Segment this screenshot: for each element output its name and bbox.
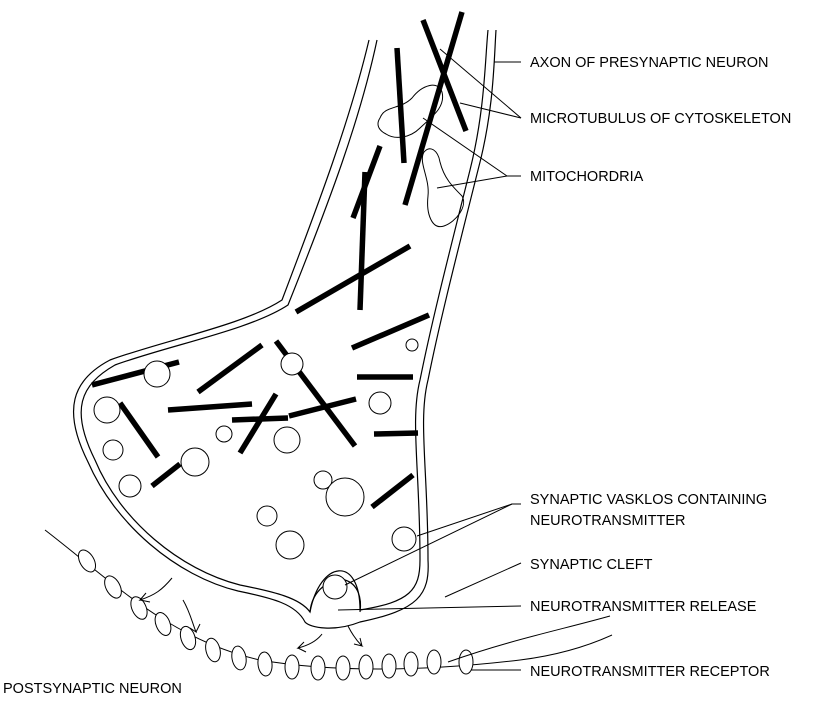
receptors-group bbox=[75, 547, 473, 680]
release-arrow-icon bbox=[140, 578, 172, 602]
receptor-oval-icon bbox=[178, 624, 199, 651]
synaptic-vesicle-icon bbox=[392, 527, 416, 551]
microtubule-rod-icon bbox=[120, 403, 158, 457]
label-cleft: SYNAPTIC CLEFT bbox=[530, 557, 653, 573]
synaptic-vesicle-icon bbox=[406, 339, 418, 351]
synaptic-vesicle-icon bbox=[216, 426, 232, 442]
synaptic-vesicle-icon bbox=[103, 440, 123, 460]
microtubule-rod-icon bbox=[397, 48, 404, 163]
release-arrow-icon bbox=[348, 626, 362, 646]
synaptic-vesicle-icon bbox=[144, 361, 170, 387]
microtubule-rod-icon bbox=[372, 475, 413, 507]
synaptic-vesicle-icon bbox=[257, 506, 277, 526]
leader-lines bbox=[338, 49, 610, 670]
receptor-oval-icon bbox=[404, 652, 418, 676]
synaptic-vesicle-icon bbox=[326, 478, 364, 516]
mitochondrion-icon bbox=[422, 149, 463, 227]
receptor-oval-icon bbox=[257, 651, 273, 676]
receptor-oval-icon bbox=[311, 656, 325, 680]
microtubule-rod-icon bbox=[374, 433, 418, 434]
release-arrow-icon bbox=[298, 634, 322, 652]
postsynaptic-membrane bbox=[45, 530, 612, 669]
synaptic-vesicle-icon bbox=[323, 575, 347, 599]
microtubule-rod-icon bbox=[296, 246, 410, 312]
microtubule-rod-icon bbox=[152, 464, 180, 486]
label-vesicles-line1: SYNAPTIC VASKLOS CONTAINING bbox=[530, 492, 767, 508]
label-axon: AXON OF PRESYNAPTIC NEURON bbox=[530, 55, 768, 71]
label-release: NEUROTRANSMITTER RELEASE bbox=[530, 599, 757, 615]
receptor-oval-icon bbox=[359, 655, 373, 679]
synaptic-vesicle-icon bbox=[119, 475, 141, 497]
synaptic-vesicle-icon bbox=[281, 353, 303, 375]
label-microtubulus: MICROTUBULUS OF CYTOSKELETON bbox=[530, 111, 791, 127]
synaptic-vesicle-icon bbox=[276, 531, 304, 559]
receptor-oval-icon bbox=[128, 594, 151, 622]
synaptic-vesicle-icon bbox=[369, 392, 391, 414]
microtubule-rod-icon bbox=[168, 404, 252, 410]
microtubule-rod-icon bbox=[198, 345, 262, 392]
label-mitochondria: MITOCHORDRIA bbox=[530, 169, 644, 185]
receptor-oval-icon bbox=[230, 645, 248, 671]
label-receptor: NEUROTRANSMITTER RECEPTOR bbox=[530, 664, 770, 680]
label-postsynaptic: POSTSYNAPTIC NEURON bbox=[3, 681, 182, 697]
label-vesicles-line2: NEUROTRANSMITTER bbox=[530, 513, 685, 529]
receptor-oval-icon bbox=[203, 637, 222, 664]
receptor-oval-icon bbox=[427, 650, 441, 674]
receptor-oval-icon bbox=[285, 655, 299, 679]
receptor-oval-icon bbox=[336, 656, 350, 680]
synaptic-vesicle-icon bbox=[274, 427, 300, 453]
receptor-oval-icon bbox=[459, 650, 473, 674]
synaptic-vesicle-icon bbox=[181, 448, 209, 476]
synaptic-vesicle-icon bbox=[94, 397, 120, 423]
receptor-oval-icon bbox=[382, 654, 396, 678]
